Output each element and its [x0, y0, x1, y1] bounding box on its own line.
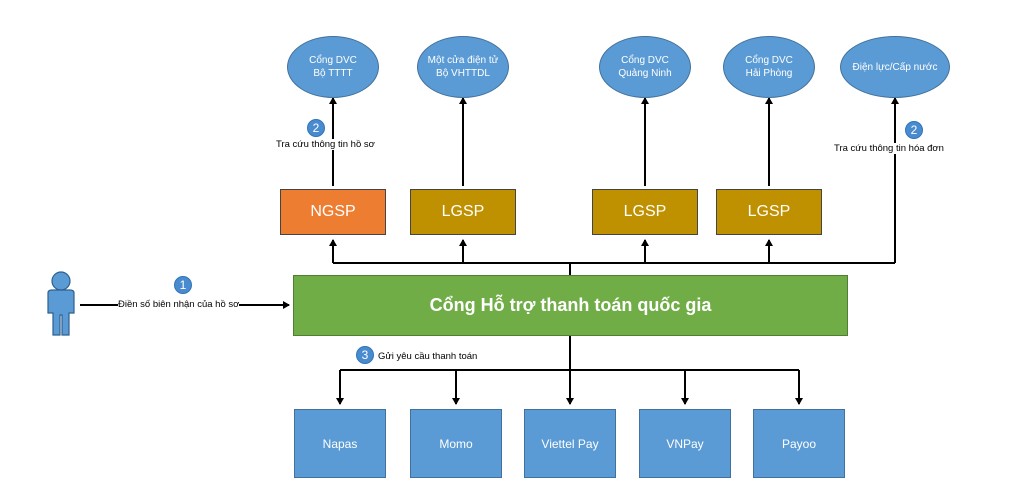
gateway-lgsp-3: LGSP [716, 189, 822, 235]
gateway-lgsp-2: LGSP [592, 189, 698, 235]
target-dien-luc-cap-nuoc: Điện lực/Cấp nước [840, 36, 950, 98]
step-2-left-badge: 2 [307, 119, 325, 137]
step-3-badge: 3 [356, 346, 374, 364]
payment-vnpay: VNPay [639, 409, 731, 478]
step-3-label: Gửi yêu cầu thanh toán [378, 351, 478, 362]
payment-momo: Momo [410, 409, 502, 478]
step-2-left-label: Tra cứu thông tin hồ sơ [276, 139, 375, 150]
payment-napas: Napas [294, 409, 386, 478]
target-cong-dvc-bo-tttt: Cổng DVC Bộ TTTT [287, 36, 379, 98]
payment-viettel-pay: Viettel Pay [524, 409, 616, 478]
gateway-ngsp: NGSP [280, 189, 386, 235]
target-cong-dvc-quang-ninh: Cổng DVC Quảng Ninh [599, 36, 691, 98]
person-icon [47, 271, 75, 336]
national-payment-portal: Cổng Hỗ trợ thanh toán quốc gia [293, 275, 848, 336]
gateway-lgsp-1: LGSP [410, 189, 516, 235]
target-cong-dvc-hai-phong: Cổng DVC Hải Phòng [723, 36, 815, 98]
target-mot-cua-bo-vhttdl: Một cửa điện tử Bộ VHTTDL [417, 36, 509, 98]
step-1-label: Điền số biên nhận của hồ sơ [118, 299, 240, 310]
step-2-right-label: Tra cứu thông tin hóa đơn [834, 143, 944, 154]
step-1-badge: 1 [174, 276, 192, 294]
step-2-right-badge: 2 [905, 121, 923, 139]
payment-payoo: Payoo [753, 409, 845, 478]
